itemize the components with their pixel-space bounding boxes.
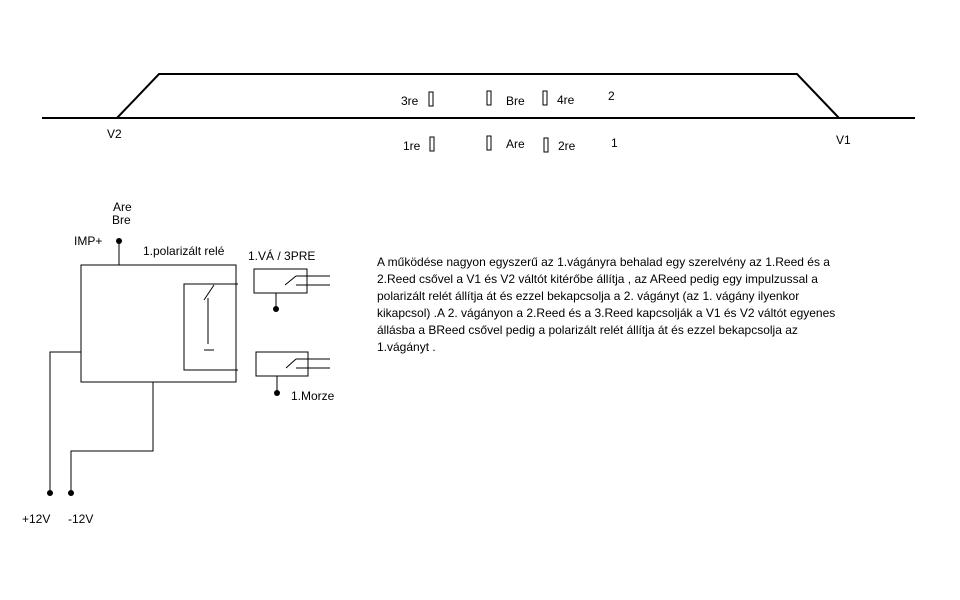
supply-minus-terminal xyxy=(68,490,74,496)
reed-label-bre: Bre xyxy=(506,94,525,108)
contact-bottom-label: 1.Morze xyxy=(291,389,335,403)
description-line: 1.vágányt . xyxy=(377,340,436,354)
description-line: állásba a BReed csővel pedig a polarizál… xyxy=(377,323,798,337)
description-line: 2.Reed csővel a V1 és V2 váltót kitérőbe… xyxy=(377,272,818,286)
supply-minus-wire xyxy=(70,382,154,493)
supply-plus-terminal xyxy=(47,490,53,496)
reed-label-4re: 4re xyxy=(557,93,575,107)
contact-bottom-switch xyxy=(285,358,330,369)
description-line: polarizált relét állítja át és ezzel bek… xyxy=(377,289,800,303)
reed-label-1re: 1re xyxy=(403,139,421,153)
supply-plus-label: +12V xyxy=(22,512,50,526)
input-label-are: Are xyxy=(113,200,132,214)
switch-label-v2: V2 xyxy=(107,127,122,141)
contact-bottom-box xyxy=(255,351,309,377)
reed-symbol-1re xyxy=(429,136,435,152)
contact-top-switch xyxy=(284,275,330,286)
contact-bottom-terminal xyxy=(274,390,280,396)
switch-label-v1: V1 xyxy=(836,133,851,147)
contact-top-terminal xyxy=(273,306,279,312)
loop-track-line xyxy=(116,73,840,119)
reed-symbol-4re xyxy=(542,90,548,106)
relay-switch-mechanism xyxy=(183,283,238,371)
contact-top-box xyxy=(253,268,308,294)
description-line: A működése nagyon egyszerű az 1.vágányra… xyxy=(377,255,830,269)
reed-symbol-bre xyxy=(486,90,492,106)
main-track-number: 1 xyxy=(611,136,618,150)
contact-top-label: 1.VÁ / 3PRE xyxy=(248,248,315,263)
supply-minus-label: -12V xyxy=(68,512,93,526)
input-label-bre: Bre xyxy=(112,213,131,227)
reed-symbol-are xyxy=(486,135,492,151)
description-line: kikapcsol) .A 2. vágányon a 2.Reed és a … xyxy=(377,306,836,320)
relay-label: 1.polarizált relé xyxy=(143,244,225,258)
reed-symbol-3re xyxy=(428,91,434,107)
operation-description: A működése nagyon egyszerű az 1.vágányra… xyxy=(377,254,897,356)
reed-label-3re: 3re xyxy=(401,94,419,108)
reed-label-are: Are xyxy=(506,137,525,151)
supply-plus-wire xyxy=(49,351,81,493)
reed-symbol-2re xyxy=(543,137,549,153)
polarized-relay-box xyxy=(80,264,237,383)
relay-circuit: Are Bre IMP+ 1.polarizált relé 1.VÁ / 3P… xyxy=(22,200,335,526)
reed-label-2re: 2re xyxy=(558,139,576,153)
track-layout: V2 V1 2 1 3re Bre 4re 1re Are 2re xyxy=(42,73,915,153)
imp-plus-label: IMP+ xyxy=(74,234,102,248)
loop-track-number: 2 xyxy=(608,89,615,103)
